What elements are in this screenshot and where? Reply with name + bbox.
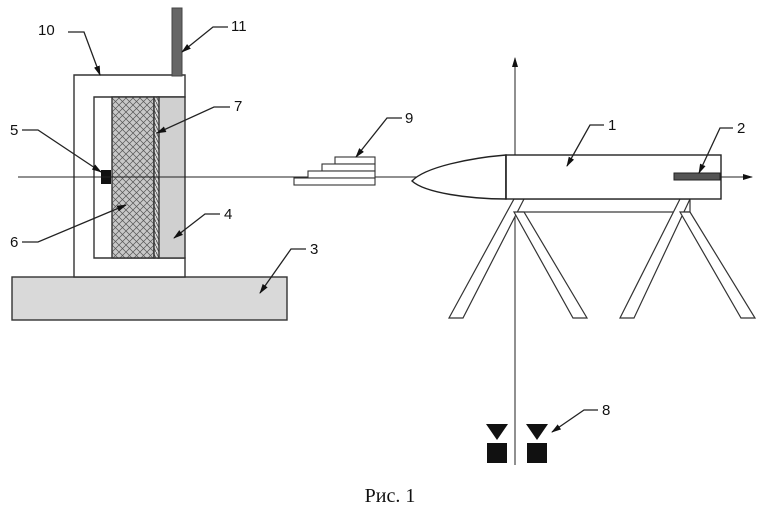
leader-10: [68, 32, 100, 75]
rod: [172, 8, 182, 76]
label-7: 7: [234, 98, 242, 115]
label-9: 9: [405, 110, 413, 127]
leader-9: [356, 118, 402, 157]
label-11: 11: [231, 18, 247, 35]
label-1: 1: [608, 117, 616, 134]
figure-caption: Рис. 1: [365, 485, 416, 507]
label-8: 8: [602, 402, 610, 419]
label-6: 6: [10, 234, 18, 251]
projectile-nose: [412, 155, 506, 199]
camera-right: [526, 424, 548, 463]
leader-8: [552, 410, 598, 432]
leader-11: [182, 27, 228, 52]
label-3: 3: [310, 241, 318, 258]
stand: [449, 199, 755, 318]
label-2: 2: [737, 120, 745, 137]
internal-element: [674, 173, 720, 180]
label-5: 5: [10, 122, 18, 139]
label-4: 4: [224, 206, 232, 223]
camera-left: [486, 424, 508, 463]
label-10: 10: [38, 22, 55, 39]
fragments: [294, 157, 375, 185]
base-plate: [12, 277, 287, 320]
